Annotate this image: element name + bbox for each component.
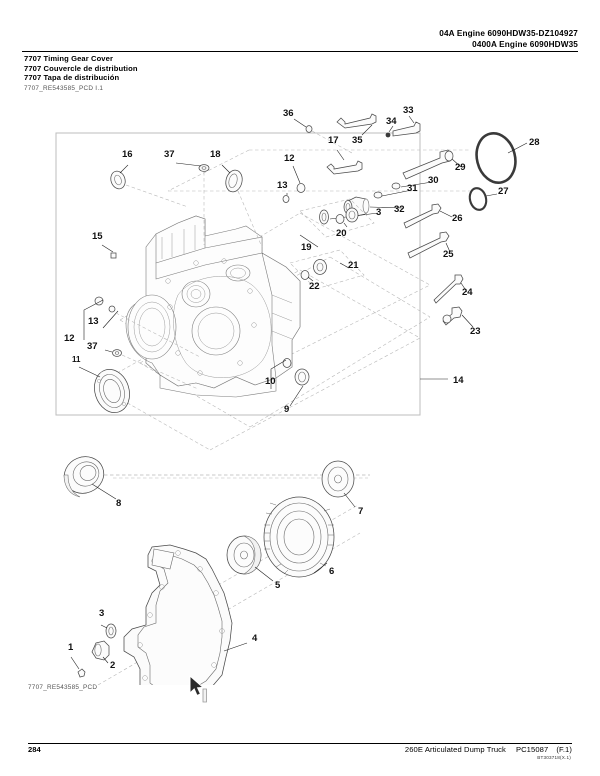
callout-17: 17 <box>328 135 339 146</box>
part-8-front-seal <box>63 456 117 500</box>
part-19-20-bushings <box>299 198 375 248</box>
callout-21: 21 <box>348 260 359 271</box>
header-model-block: 04A Engine 6090HDW35-DZ104927 0400A Engi… <box>439 28 578 50</box>
callout-9: 9 <box>284 404 289 415</box>
part-9-10-plug-bushing <box>270 358 310 407</box>
callout-14: 14 <box>453 375 464 386</box>
callout-4: 4 <box>252 633 258 644</box>
callout-13: 13 <box>88 316 99 327</box>
part-27-o-ring-small <box>468 187 498 211</box>
engine-block-housing <box>125 215 301 398</box>
callout-2: 2 <box>110 660 115 671</box>
callout-30: 30 <box>428 175 439 186</box>
part-24-stud <box>433 274 468 304</box>
callout-37-lower: 37 <box>87 341 98 352</box>
callout-18: 18 <box>210 149 221 160</box>
header-model-line-1: 04A Engine 6090HDW35-DZ104927 <box>439 29 578 38</box>
section-title-fr: 7707 Couvercle de distribution <box>24 63 138 73</box>
callout-10: 10 <box>265 376 276 387</box>
callout-3-upper: 3 <box>376 207 381 218</box>
callout-7: 7 <box>358 506 363 517</box>
part-37-washer-lower <box>104 349 199 390</box>
part-16-seal <box>110 164 189 208</box>
part-6-drive-gear <box>263 496 335 578</box>
figure-code-bottom: 7707_RE543585_PCD <box>28 684 98 691</box>
callout-8: 8 <box>116 498 121 509</box>
callout-27: 27 <box>498 186 509 197</box>
part-1-screw <box>70 656 86 678</box>
part-12-13-lower <box>83 296 201 358</box>
part-11-retainer-ring <box>78 366 130 413</box>
callout-37-top: 37 <box>164 149 175 160</box>
part-15-plug <box>101 244 117 259</box>
callout-20: 20 <box>336 228 347 239</box>
callout-1: 1 <box>68 642 74 653</box>
callout-16: 16 <box>122 149 133 160</box>
part-34-33-pin-screw <box>385 115 421 138</box>
callout-6: 6 <box>329 566 334 577</box>
part-4-cover-gasket <box>123 544 248 685</box>
callout-15: 15 <box>92 231 103 242</box>
callout-23: 23 <box>470 326 481 337</box>
header-model-line-2: 0400A Engine 6090HDW35 <box>472 40 578 49</box>
part-35-capscrew <box>336 113 377 136</box>
part-18-oil-seal <box>221 164 263 248</box>
callout-19: 19 <box>301 242 312 253</box>
part-3-seal-lower <box>100 623 117 639</box>
callout-12-upper: 12 <box>284 153 295 164</box>
part-37-washer-top <box>175 162 210 245</box>
callout-25: 25 <box>443 249 454 260</box>
callout-34: 34 <box>386 116 397 127</box>
footer-machine: 260E Articulated Dump Truck <box>404 745 506 754</box>
callout-22: 22 <box>309 281 320 292</box>
page-number: 284 <box>28 745 41 754</box>
callout-3: 3 <box>99 608 104 619</box>
callout-11: 11 <box>72 355 81 364</box>
part-21-22-bushings <box>289 249 365 290</box>
callout-33: 33 <box>403 105 414 116</box>
section-title-es: 7707 Tapa de distribución <box>24 73 120 83</box>
part-26-capscrew <box>403 203 453 229</box>
callout-28: 28 <box>529 137 540 148</box>
part-23-bolt <box>442 306 474 328</box>
part-30-washer <box>391 181 433 190</box>
section-title-en: 7707 Timing Gear Cover <box>24 54 114 63</box>
callout-13-upper: 13 <box>277 180 288 191</box>
part-2-hex-nut <box>91 640 110 664</box>
callout-29: 29 <box>455 162 466 173</box>
part-7-idler <box>321 460 356 508</box>
part-29-capscrew <box>402 149 462 180</box>
callout-36: 36 <box>283 108 294 119</box>
section-title-block: 7707 Timing Gear Cover 7707 Couvercle de… <box>24 54 138 83</box>
footer-figure: (F.1) <box>556 745 572 754</box>
part-36-bolt <box>293 118 353 154</box>
part-31-washer <box>373 189 413 199</box>
diagram-frame <box>55 132 421 416</box>
part-12-13-upper <box>282 165 306 203</box>
callout-24: 24 <box>462 287 473 298</box>
callout-labels: 1 2 3 4 5 6 7 8 9 10 11 12 13 14 15 16 1… <box>64 105 540 671</box>
callout-5: 5 <box>275 580 281 591</box>
part-5-idler-hub <box>226 535 274 582</box>
part-17-capscrew <box>326 149 363 175</box>
callout-32: 32 <box>394 204 405 215</box>
figure-code-top: 7707_RE543585_PCD I.1 <box>24 85 104 92</box>
footer-revision: BT303718(X.1) <box>537 755 571 760</box>
part-25-capscrew <box>407 231 451 259</box>
exploded-parts-diagram: 1 2 3 4 5 6 7 8 9 10 11 12 13 14 15 16 1… <box>0 95 600 685</box>
footer-divider <box>28 743 572 744</box>
footer-catalog: PC15087 <box>515 745 549 754</box>
callout-35: 35 <box>352 135 363 146</box>
part-28-o-ring-large <box>475 132 528 184</box>
callout-31: 31 <box>407 183 418 194</box>
header-divider <box>22 51 578 52</box>
callout-12: 12 <box>64 333 75 344</box>
callout-26: 26 <box>452 213 463 224</box>
